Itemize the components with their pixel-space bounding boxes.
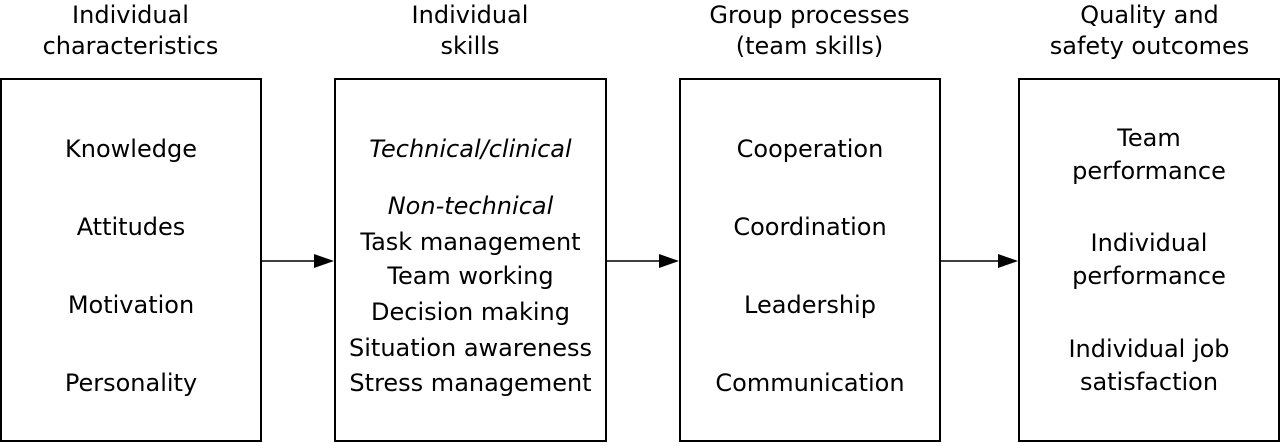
item-communication: Communication <box>715 369 905 397</box>
item-line: Individual job <box>1068 335 1230 363</box>
arrow-3-head <box>998 254 1018 268</box>
item-task-management: Task management <box>360 228 581 256</box>
box-group-processes: Cooperation Coordination Leadership Comm… <box>679 78 941 442</box>
box-quality-safety-outcomes: Team performance Individual performance … <box>1018 78 1280 442</box>
heading-quality-safety-outcomes: Quality and safety outcomes <box>1019 0 1280 62</box>
item-situation-awareness: Situation awareness <box>349 334 592 362</box>
item-individual-job-satisfaction: Individual job satisfaction <box>1020 333 1278 399</box>
item-leadership: Leadership <box>744 291 876 319</box>
heading-line: Individual <box>72 1 189 29</box>
heading-individual-characteristics: Individual characteristics <box>0 0 261 62</box>
heading-line: characteristics <box>42 32 219 60</box>
item-line: Team <box>1117 124 1181 152</box>
item-cooperation: Cooperation <box>736 135 884 163</box>
item-decision-making: Decision making <box>371 298 570 326</box>
heading-line: (team skills) <box>735 32 884 60</box>
heading-line: Group processes <box>709 1 910 29</box>
item-coordination: Coordination <box>733 213 887 241</box>
item-line: performance <box>1072 157 1226 185</box>
heading-line: skills <box>440 32 500 60</box>
label-non-technical: Non-technical <box>387 192 554 220</box>
heading-line: safety outcomes <box>1049 32 1250 60</box>
box-individual-characteristics: Knowledge Attitudes Motivation Personali… <box>0 78 262 442</box>
item-line: performance <box>1072 262 1226 290</box>
box-individual-skills: Technical/clinical Non-technical Task ma… <box>334 78 607 442</box>
heading-individual-skills: Individual skills <box>334 0 606 62</box>
arrow-1-head <box>314 254 334 268</box>
item-knowledge: Knowledge <box>65 135 197 163</box>
item-team-performance: Team performance <box>1020 122 1278 188</box>
item-individual-performance: Individual performance <box>1020 227 1278 293</box>
heading-line: Quality and <box>1080 1 1219 29</box>
item-team-working: Team working <box>387 262 554 290</box>
label-technical-clinical: Technical/clinical <box>369 135 572 163</box>
item-stress-management: Stress management <box>349 369 592 397</box>
heading-group-processes: Group processes (team skills) <box>679 0 940 62</box>
item-personality: Personality <box>64 369 198 397</box>
arrow-2-head <box>659 254 679 268</box>
heading-line: Individual <box>411 1 529 29</box>
item-attitudes: Attitudes <box>76 213 186 241</box>
item-line: satisfaction <box>1079 368 1219 396</box>
item-line: Individual <box>1090 229 1208 257</box>
item-motivation: Motivation <box>67 291 195 319</box>
